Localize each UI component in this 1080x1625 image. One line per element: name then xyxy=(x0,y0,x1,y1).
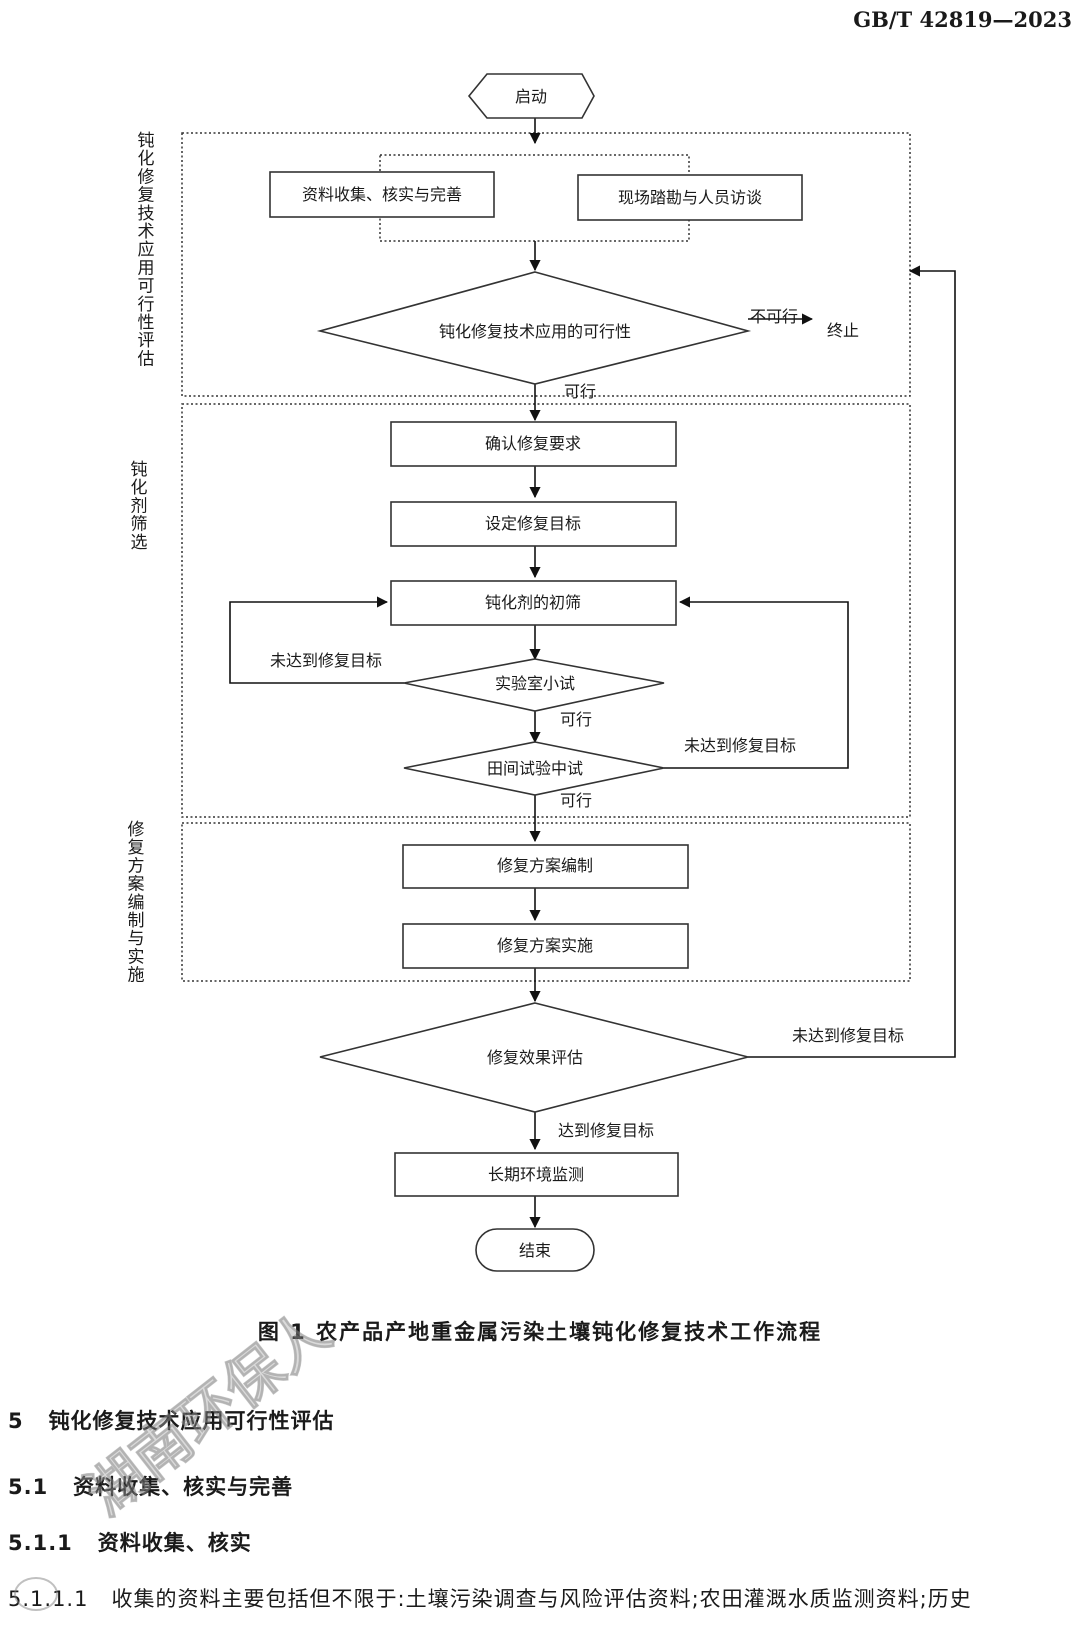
feasibility-label-char: 应 xyxy=(138,240,155,260)
eval-fail-label: 未达到修复目标 xyxy=(792,1026,904,1045)
screening-label-char: 筛 xyxy=(131,515,148,535)
section-5-number: 5 xyxy=(8,1409,24,1433)
terminate-label: 终止 xyxy=(827,321,859,340)
plan-label-char: 复 xyxy=(128,838,145,858)
start-node: 启动 xyxy=(467,73,595,119)
section-5-1-1-heading: 5.1.1 资料收集、核实 xyxy=(8,1527,252,1557)
section-5-title: 钝化修复技术应用可行性评估 xyxy=(48,1409,335,1433)
lab-pass-label: 可行 xyxy=(560,710,592,729)
phase-feasibility-label: 钝化修复技术应用可行性评估 xyxy=(138,131,155,369)
start-label: 启动 xyxy=(515,87,547,106)
edge-field-fail xyxy=(664,596,849,769)
feasibility-label-char: 技 xyxy=(138,204,155,224)
field-fail-label: 未达到修复目标 xyxy=(684,736,796,755)
compile-node: 修复方案编制 xyxy=(402,844,689,889)
feasibility-label-char: 评 xyxy=(138,331,155,351)
section-5-1-heading: 5.1 资料收集、核实与完善 xyxy=(8,1471,293,1501)
implement-label: 修复方案实施 xyxy=(497,936,593,955)
eval-pass-label: 达到修复目标 xyxy=(558,1121,654,1140)
feasibility-label: 钝化修复技术应用的可行性 xyxy=(439,322,631,341)
plan-label-char: 方 xyxy=(128,856,145,876)
evaluate-label: 修复效果评估 xyxy=(487,1048,583,1067)
feasibility-label-char: 术 xyxy=(138,222,155,242)
figure-caption: 图 1 农产品产地重金属污染土壤钝化修复技术工作流程 xyxy=(257,1320,823,1344)
feasibility-label-char: 估 xyxy=(138,349,155,369)
feasibility-label-char: 可 xyxy=(138,277,155,297)
screening-label-char: 选 xyxy=(131,533,148,553)
lab-label: 实验室小试 xyxy=(495,674,575,693)
feasibility-label-char: 化 xyxy=(138,149,155,169)
screening-label-char: 剂 xyxy=(131,496,148,516)
section-5-1-1-1-text: 收集的资料主要包括但不限于:土壤污染调查与风险评估资料;农田灌溉水质监测资料;历… xyxy=(111,1587,972,1611)
section-5-heading: 5 钝化修复技术应用可行性评估 xyxy=(8,1405,335,1435)
edge-lab-fail xyxy=(229,596,404,684)
section-5-1-1-1-paragraph: 5.1.1.1 收集的资料主要包括但不限于:土壤污染调查与风险评估资料;农田灌溉… xyxy=(8,1583,972,1613)
plan-label-char: 与 xyxy=(128,929,145,949)
not-feasible-label: 不可行 xyxy=(750,307,798,326)
section-5-1-title: 资料收集、核实与完善 xyxy=(73,1475,294,1499)
section-5-1-1-number: 5.1.1 xyxy=(8,1531,73,1555)
watermark-chat-icon xyxy=(14,1577,58,1611)
survey-label: 现场踏勘与人员访谈 xyxy=(618,188,762,207)
plan-label-char: 实 xyxy=(128,947,145,967)
prescreen-node: 钝化剂的初筛 xyxy=(390,580,677,626)
monitor-label: 长期环境监测 xyxy=(488,1165,584,1184)
confirm-label: 确认修复要求 xyxy=(485,434,581,453)
feasibility-decision: 钝化修复技术应用的可行性 xyxy=(316,271,752,385)
target-label: 设定修复目标 xyxy=(485,514,581,533)
end-node: 结束 xyxy=(475,1228,595,1272)
collect-node: 资料收集、核实与完善 xyxy=(269,171,495,218)
compile-label: 修复方案编制 xyxy=(497,856,593,875)
section-5-1-number: 5.1 xyxy=(8,1475,49,1499)
lab-fail-label: 未达到修复目标 xyxy=(270,651,382,670)
collect-label: 资料收集、核实与完善 xyxy=(302,185,462,204)
plan-label-char: 案 xyxy=(128,875,145,895)
prescreen-label: 钝化剂的初筛 xyxy=(485,593,581,612)
edge-eval-fail xyxy=(748,265,956,1058)
feasibility-label-char: 修 xyxy=(138,167,155,187)
feasibility-label-char: 钝 xyxy=(138,131,155,151)
end-label: 结束 xyxy=(519,1241,551,1260)
phase-screening-box xyxy=(181,403,911,818)
field-decision: 田间试验中试 xyxy=(403,741,665,796)
standard-number: GB/T 42819—2023 xyxy=(853,7,1072,32)
feasible-label: 可行 xyxy=(564,382,596,401)
plan-label-char: 制 xyxy=(128,911,145,931)
feasibility-label-char: 复 xyxy=(138,186,155,206)
field-label: 田间试验中试 xyxy=(487,759,583,778)
plan-label-char: 施 xyxy=(128,966,145,986)
lab-decision: 实验室小试 xyxy=(403,658,665,712)
field-pass-label: 可行 xyxy=(560,791,592,810)
phase-feasibility-box xyxy=(181,132,911,397)
plan-label-char: 编 xyxy=(128,893,145,913)
evaluate-decision: 修复效果评估 xyxy=(319,1002,749,1113)
monitor-node: 长期环境监测 xyxy=(394,1152,679,1197)
feasibility-label-char: 用 xyxy=(138,258,155,278)
feasibility-label-char: 性 xyxy=(138,313,155,333)
screening-label-char: 钝 xyxy=(131,460,148,480)
survey-node: 现场踏勘与人员访谈 xyxy=(577,174,803,221)
feasibility-label-char: 行 xyxy=(138,295,155,315)
implement-node: 修复方案实施 xyxy=(402,923,689,969)
target-node: 设定修复目标 xyxy=(390,501,677,547)
phase-plan-box xyxy=(181,822,911,982)
screening-label-char: 化 xyxy=(131,478,148,498)
plan-label-char: 修 xyxy=(128,820,145,840)
confirm-node: 确认修复要求 xyxy=(390,421,677,467)
section-5-1-1-title: 资料收集、核实 xyxy=(97,1531,252,1555)
